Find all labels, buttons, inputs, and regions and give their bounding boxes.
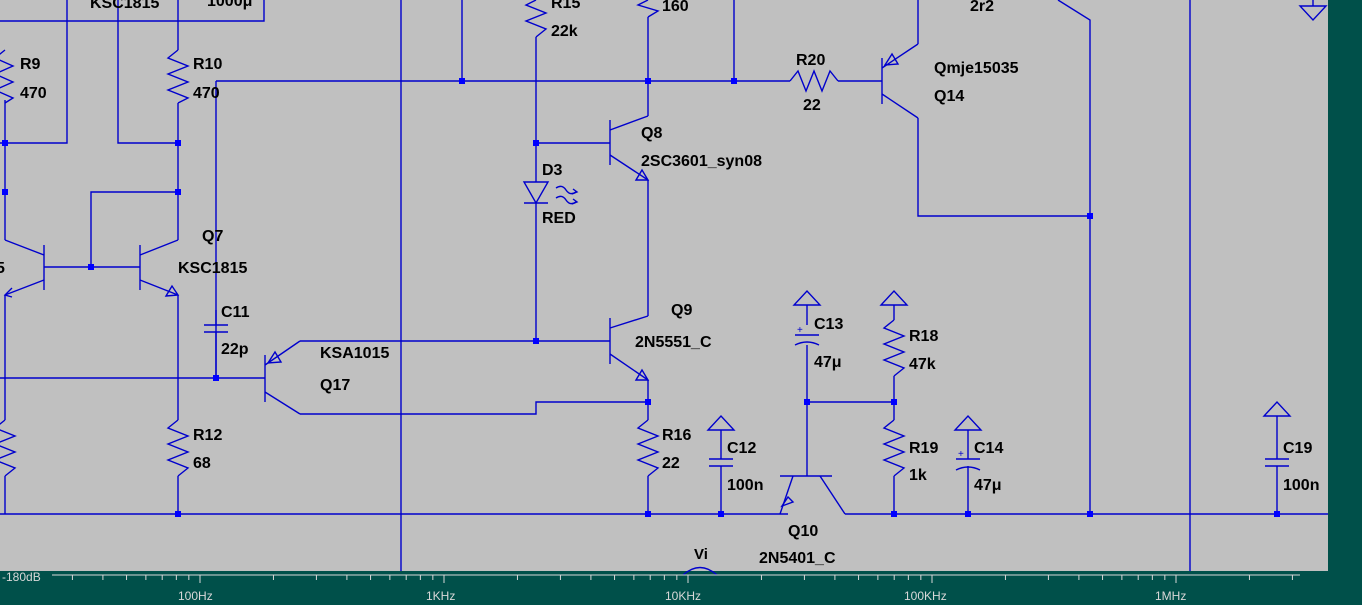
wires <box>0 0 1328 515</box>
component-labels: KSC1815 1000μ R9 470 R10 470 R15 22k 160… <box>0 0 1319 567</box>
vi-net <box>682 566 718 576</box>
label-q9-model: 2N5551_C <box>635 334 712 351</box>
label-c14-value: 47μ <box>974 477 1002 494</box>
label-c13-value: 47μ <box>814 354 842 371</box>
capacitor-c19 <box>1265 458 1289 469</box>
axis-label-1mhz: 1MHz <box>1155 589 1186 603</box>
label-c14-ref: C14 <box>974 440 1003 457</box>
transistors <box>3 43 919 515</box>
axis-label-100khz: 100KHz <box>904 589 947 603</box>
label-2r2-value: 2r2 <box>970 0 994 15</box>
resistor-r9 <box>0 49 15 104</box>
label-top-cap-value: 1000μ <box>207 0 252 10</box>
bottom-axis-bar <box>0 571 1362 605</box>
label-r20-value: 22 <box>803 97 821 114</box>
supply-c12 <box>706 414 736 431</box>
label-r19-ref: R19 <box>909 440 938 457</box>
label-r19-value: 1k <box>909 467 927 484</box>
label-d3-ref: D3 <box>542 162 563 179</box>
junctions <box>2 78 1280 517</box>
label-q10-model: 2N5401_C <box>759 550 836 567</box>
transistor-q7 <box>139 239 180 297</box>
resistor-r10 <box>166 49 190 104</box>
label-top-resistor-value: 160 <box>662 0 689 15</box>
label-r12-value: 68 <box>193 455 211 472</box>
resistor-r16 <box>636 419 660 477</box>
transistor-q8 <box>609 115 650 181</box>
label-q17-ref: Q17 <box>320 377 350 394</box>
transistor-q17 <box>264 340 301 415</box>
svg-text:+: + <box>958 449 964 460</box>
label-c12-ref: C12 <box>727 440 756 457</box>
label-q7-model: KSC1815 <box>178 260 247 277</box>
label-r15-ref: R15 <box>551 0 580 12</box>
marker-lines <box>400 0 1191 571</box>
label-r18-value: 47k <box>909 356 936 373</box>
supply-top-right <box>1298 5 1328 22</box>
label-q8-ref: Q8 <box>641 125 662 142</box>
supply-c14 <box>953 414 983 431</box>
capacitor-c11 <box>204 324 228 340</box>
label-c19-value: 100n <box>1283 477 1319 494</box>
label-r15-value: 22k <box>551 23 578 40</box>
supply-c13 <box>792 289 822 306</box>
label-q10-ref: Q10 <box>788 523 818 540</box>
label-q17-model: KSA1015 <box>320 345 389 362</box>
transistor-q14 <box>881 43 919 119</box>
transistor-q9 <box>609 315 650 381</box>
supply-c19 <box>1262 400 1292 417</box>
capacitor-c13: + <box>794 325 820 346</box>
svg-text:+: + <box>797 325 803 336</box>
label-c11-ref: C11 <box>221 304 250 321</box>
label-q-left-fragment: 5 <box>0 260 5 277</box>
resistor-r20 <box>789 69 839 93</box>
label-q8-model: 2SC3601_syn08 <box>641 153 762 170</box>
label-r9-value: 470 <box>20 85 47 102</box>
label-c11-value: 22p <box>221 341 249 358</box>
resistor-r18 <box>882 319 906 377</box>
label-q7-ref: Q7 <box>202 228 223 245</box>
resistor-top <box>636 0 660 18</box>
label-q14-model: Qmje15035 <box>934 60 1019 77</box>
transistor-q-left <box>3 239 45 298</box>
capacitor-c14: + <box>955 449 981 476</box>
label-r16-ref: R16 <box>662 427 691 444</box>
resistors <box>0 0 906 477</box>
label-r10-ref: R10 <box>193 56 222 73</box>
label-r20-ref: R20 <box>796 52 825 69</box>
right-frame <box>1328 0 1362 605</box>
transistor-q10 <box>779 475 846 515</box>
resistor-r15 <box>524 0 548 38</box>
capacitor-c12 <box>709 458 733 469</box>
label-r18-ref: R18 <box>909 328 938 345</box>
axis-db-label: -180dB <box>2 570 41 584</box>
supply-r18 <box>879 289 909 306</box>
label-q-top-left-model: KSC1815 <box>90 0 159 12</box>
label-d3-value: RED <box>542 210 576 227</box>
label-r16-value: 22 <box>662 455 680 472</box>
led-d3 <box>522 181 579 205</box>
axis-label-100hz: 100Hz <box>178 589 213 603</box>
frequency-axis: -180dB 100Hz 1KHz 10KHz 100KHz 1MHz <box>2 570 1300 603</box>
label-q9-ref: Q9 <box>671 302 692 319</box>
supply-symbols <box>706 0 1328 431</box>
label-q14-ref: Q14 <box>934 88 964 105</box>
label-r9-ref: R9 <box>20 56 41 73</box>
resistor-r19 <box>882 419 906 477</box>
resistor-r12 <box>166 419 190 477</box>
axis-label-10khz: 10KHz <box>665 589 701 603</box>
label-r12-ref: R12 <box>193 427 222 444</box>
label-c12-value: 100n <box>727 477 763 494</box>
axis-label-1khz: 1KHz <box>426 589 455 603</box>
resistor-left-low <box>0 419 17 477</box>
label-c19-ref: C19 <box>1283 440 1312 457</box>
label-r10-value: 470 <box>193 85 220 102</box>
capacitors: + + <box>204 324 1289 476</box>
label-c13-ref: C13 <box>814 316 843 333</box>
label-vi-net: Vi <box>694 546 708 563</box>
